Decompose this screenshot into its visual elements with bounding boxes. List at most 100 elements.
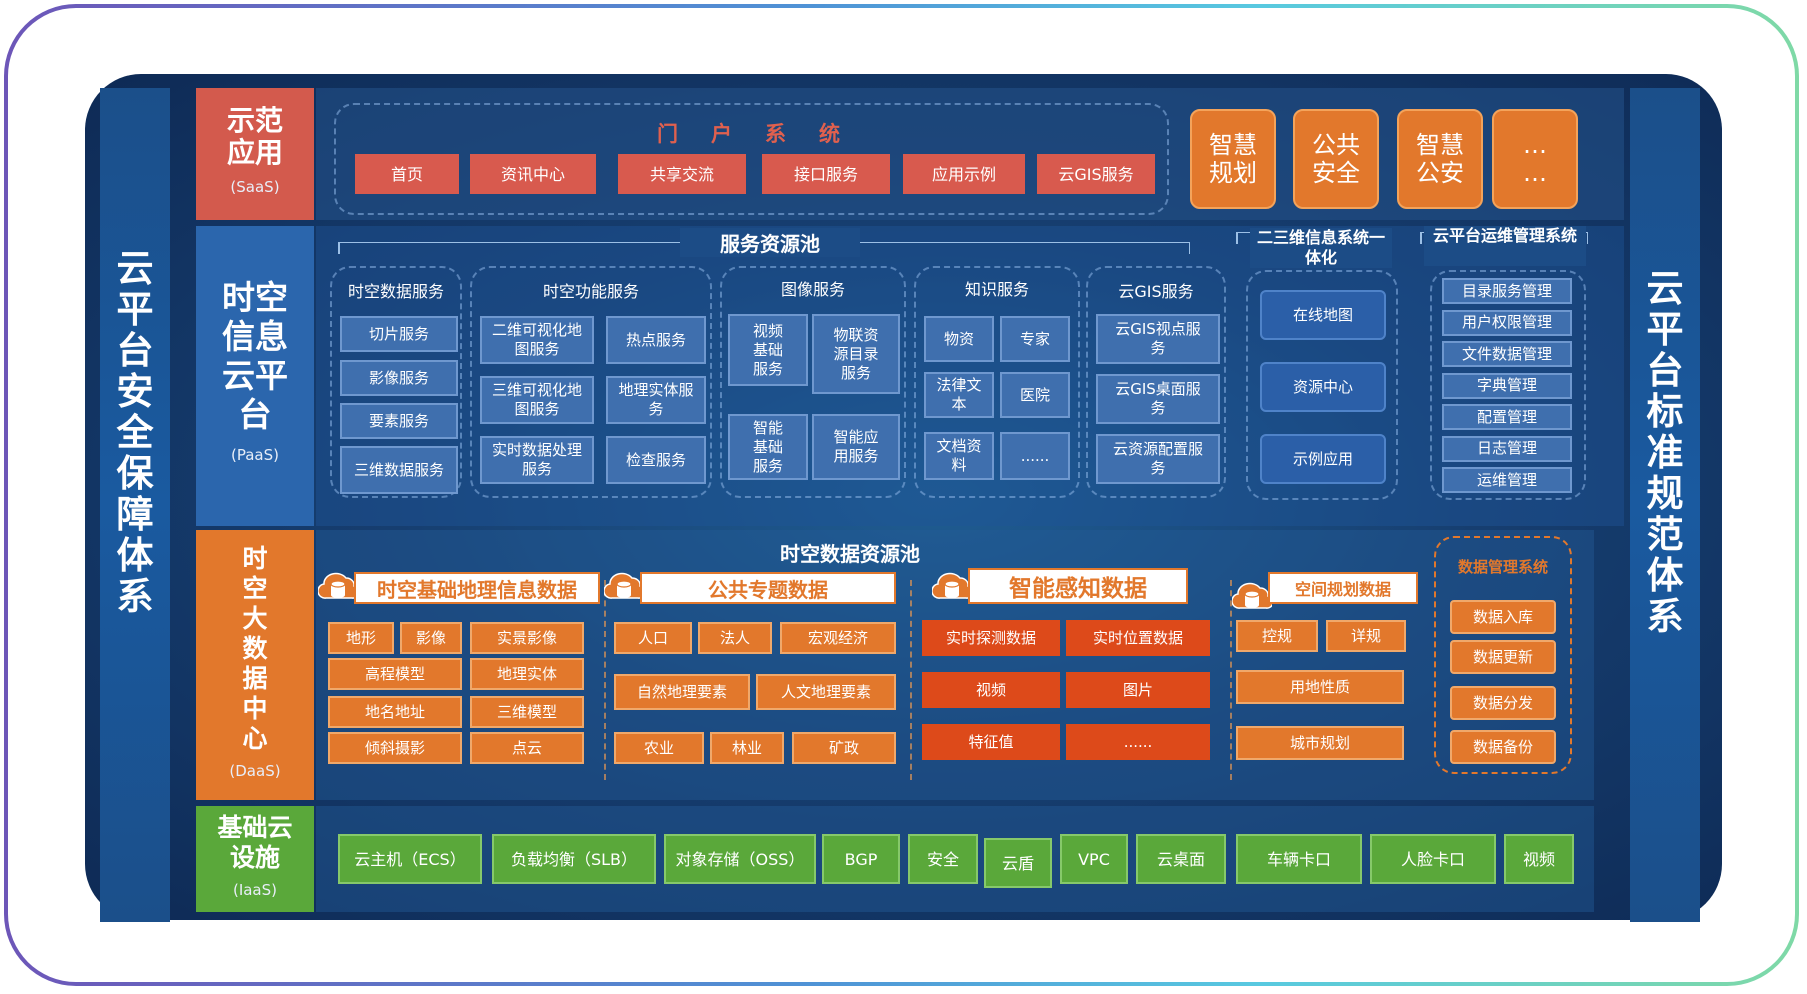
paas-label: 时空信息云平台 (PaaS) <box>196 226 314 526</box>
integrated-item[interactable]: 资源中心 <box>1260 362 1386 412</box>
basic-data-item[interactable]: 点云 <box>470 732 584 764</box>
topic-data-item[interactable]: 林业 <box>710 732 784 764</box>
ops-item[interactable]: 用户权限管理 <box>1442 309 1572 336</box>
data-service-item[interactable]: 切片服务 <box>340 316 458 352</box>
data-service-item[interactable]: 影像服务 <box>340 360 458 396</box>
iaas-item[interactable]: VPC <box>1060 834 1128 884</box>
image-service-item[interactable]: 智能基础服务 <box>728 414 808 480</box>
func-service-item[interactable]: 检查服务 <box>606 436 706 484</box>
basic-data-item[interactable]: 影像 <box>400 622 462 654</box>
iaas-item[interactable]: 云盾 <box>984 838 1052 888</box>
knowledge-service-item[interactable]: 物资 <box>924 316 994 362</box>
data-mgmt-item[interactable]: 数据更新 <box>1450 640 1556 674</box>
gis-service-item[interactable]: 云资源配置服务 <box>1096 434 1220 484</box>
func-service-item[interactable]: 热点服务 <box>606 316 706 364</box>
daas-label: 时空大数据中心 (DaaS) <box>196 530 314 800</box>
daas-separator <box>604 580 606 780</box>
ops-item[interactable]: 配置管理 <box>1442 404 1572 430</box>
knowledge-service-item[interactable]: 医院 <box>1000 372 1070 418</box>
ops-item[interactable]: 运维管理 <box>1442 467 1572 493</box>
topic-data-item[interactable]: 人口 <box>614 622 692 654</box>
basic-data-item[interactable]: 地形 <box>328 622 394 654</box>
iaas-item[interactable]: 负载均衡（SLB） <box>492 834 656 884</box>
topic-data-item[interactable]: 人文地理要素 <box>756 674 896 710</box>
ops-item[interactable]: 目录服务管理 <box>1442 278 1572 304</box>
knowledge-service-item[interactable]: 专家 <box>1000 316 1070 362</box>
plan-data-item[interactable]: 详规 <box>1326 620 1406 652</box>
data-service-item[interactable]: 三维数据服务 <box>340 446 458 494</box>
iaas-item[interactable]: 视频 <box>1504 834 1574 884</box>
ops-item[interactable]: 字典管理 <box>1442 372 1572 399</box>
saas-sub: (SaaS) <box>230 178 280 196</box>
integrated-item[interactable]: 示例应用 <box>1260 434 1386 484</box>
basic-data-item[interactable]: 倾斜摄影 <box>328 732 462 764</box>
app-card[interactable]: 智慧公安 <box>1397 109 1483 209</box>
knowledge-service-item[interactable]: 法律文本 <box>924 372 994 418</box>
portal-item[interactable]: 资讯中心 <box>470 154 596 194</box>
ops-item[interactable]: 文件数据管理 <box>1442 341 1572 367</box>
integrated-box <box>1246 270 1398 500</box>
saas-label: 示范应用 (SaaS) <box>196 88 314 220</box>
func-service-item[interactable]: 三维可视化地图服务 <box>480 376 594 424</box>
portal-item[interactable]: 接口服务 <box>762 154 890 194</box>
basic-data-item[interactable]: 实景影像 <box>470 622 584 654</box>
knowledge-service-item[interactable]: ...... <box>1000 432 1070 480</box>
integrated-item[interactable]: 在线地图 <box>1260 290 1386 340</box>
portal-item[interactable]: 云GIS服务 <box>1037 154 1155 194</box>
iaas-item[interactable]: 车辆卡口 <box>1236 834 1362 884</box>
plan-data-item[interactable]: 用地性质 <box>1236 670 1404 704</box>
iaas-item[interactable]: 人脸卡口 <box>1370 834 1496 884</box>
iaas-item[interactable]: 云主机（ECS） <box>338 834 482 884</box>
basic-data-item[interactable]: 地理实体 <box>470 658 584 690</box>
ops-item[interactable]: 日志管理 <box>1442 435 1572 462</box>
app-card[interactable]: … … <box>1492 109 1578 209</box>
func-service-item[interactable]: 地理实体服务 <box>606 376 706 424</box>
paas-sub: (PaaS) <box>231 445 279 464</box>
basic-data-item[interactable]: 地名地址 <box>328 696 462 728</box>
portal-item[interactable]: 共享交流 <box>618 154 746 194</box>
integrated-title: 二三维信息系统一体化 <box>1250 228 1392 268</box>
data-mgmt-item[interactable]: 数据备份 <box>1450 730 1556 764</box>
knowledge-services-title: 知识服务 <box>964 280 1029 299</box>
portal-item[interactable]: 首页 <box>355 154 459 194</box>
basic-data-title: 时空基础地理信息数据 <box>354 572 600 604</box>
image-services-box <box>720 266 906 498</box>
image-service-item[interactable]: 物联资源目录服务 <box>812 314 900 394</box>
basic-data-item[interactable]: 高程模型 <box>328 658 462 690</box>
plan-data-item[interactable]: 城市规划 <box>1236 726 1404 760</box>
sense-data-item[interactable]: 实时探测数据 <box>922 620 1060 656</box>
topic-data-item[interactable]: 矿政 <box>792 732 896 764</box>
topic-data-item[interactable]: 法人 <box>698 622 772 654</box>
sense-data-item[interactable]: 图片 <box>1066 672 1210 708</box>
sense-data-item[interactable]: 实时位置数据 <box>1066 620 1210 656</box>
data-service-item[interactable]: 要素服务 <box>340 403 458 439</box>
data-mgmt-box <box>1434 536 1572 774</box>
data-mgmt-item[interactable]: 数据分发 <box>1450 686 1556 720</box>
image-service-item[interactable]: 视频基础服务 <box>728 314 808 386</box>
topic-data-item[interactable]: 自然地理要素 <box>614 674 750 710</box>
service-pool-title: 服务资源池 <box>680 228 860 257</box>
sense-data-item[interactable]: ...... <box>1066 724 1210 760</box>
sense-data-item[interactable]: 视频 <box>922 672 1060 708</box>
basic-data-item[interactable]: 三维模型 <box>470 696 584 728</box>
sense-data-item[interactable]: 特征值 <box>922 724 1060 760</box>
func-service-item[interactable]: 实时数据处理服务 <box>480 436 594 484</box>
portal-item[interactable]: 应用示例 <box>903 154 1025 194</box>
knowledge-service-item[interactable]: 文档资料 <box>924 432 994 480</box>
image-service-item[interactable]: 智能应用服务 <box>812 414 900 480</box>
plan-data-item[interactable]: 控规 <box>1236 620 1318 652</box>
topic-data-item[interactable]: 宏观经济 <box>780 622 896 654</box>
iaas-item[interactable]: 安全 <box>908 834 978 884</box>
iaas-item[interactable]: 云桌面 <box>1136 834 1226 884</box>
topic-data-item[interactable]: 农业 <box>614 732 704 764</box>
iaas-item[interactable]: 对象存储（OSS） <box>664 834 816 884</box>
data-services-box <box>330 266 462 498</box>
iaas-item[interactable]: BGP <box>822 834 900 884</box>
gis-service-item[interactable]: 云GIS视点服务 <box>1096 314 1220 364</box>
func-service-item[interactable]: 二维可视化地图服务 <box>480 316 594 364</box>
func-services-box <box>470 266 712 498</box>
gis-service-item[interactable]: 云GIS桌面服务 <box>1096 374 1220 424</box>
app-card[interactable]: 智慧规划 <box>1190 109 1276 209</box>
app-card[interactable]: 公共安全 <box>1293 109 1379 209</box>
data-mgmt-item[interactable]: 数据入库 <box>1450 600 1556 634</box>
